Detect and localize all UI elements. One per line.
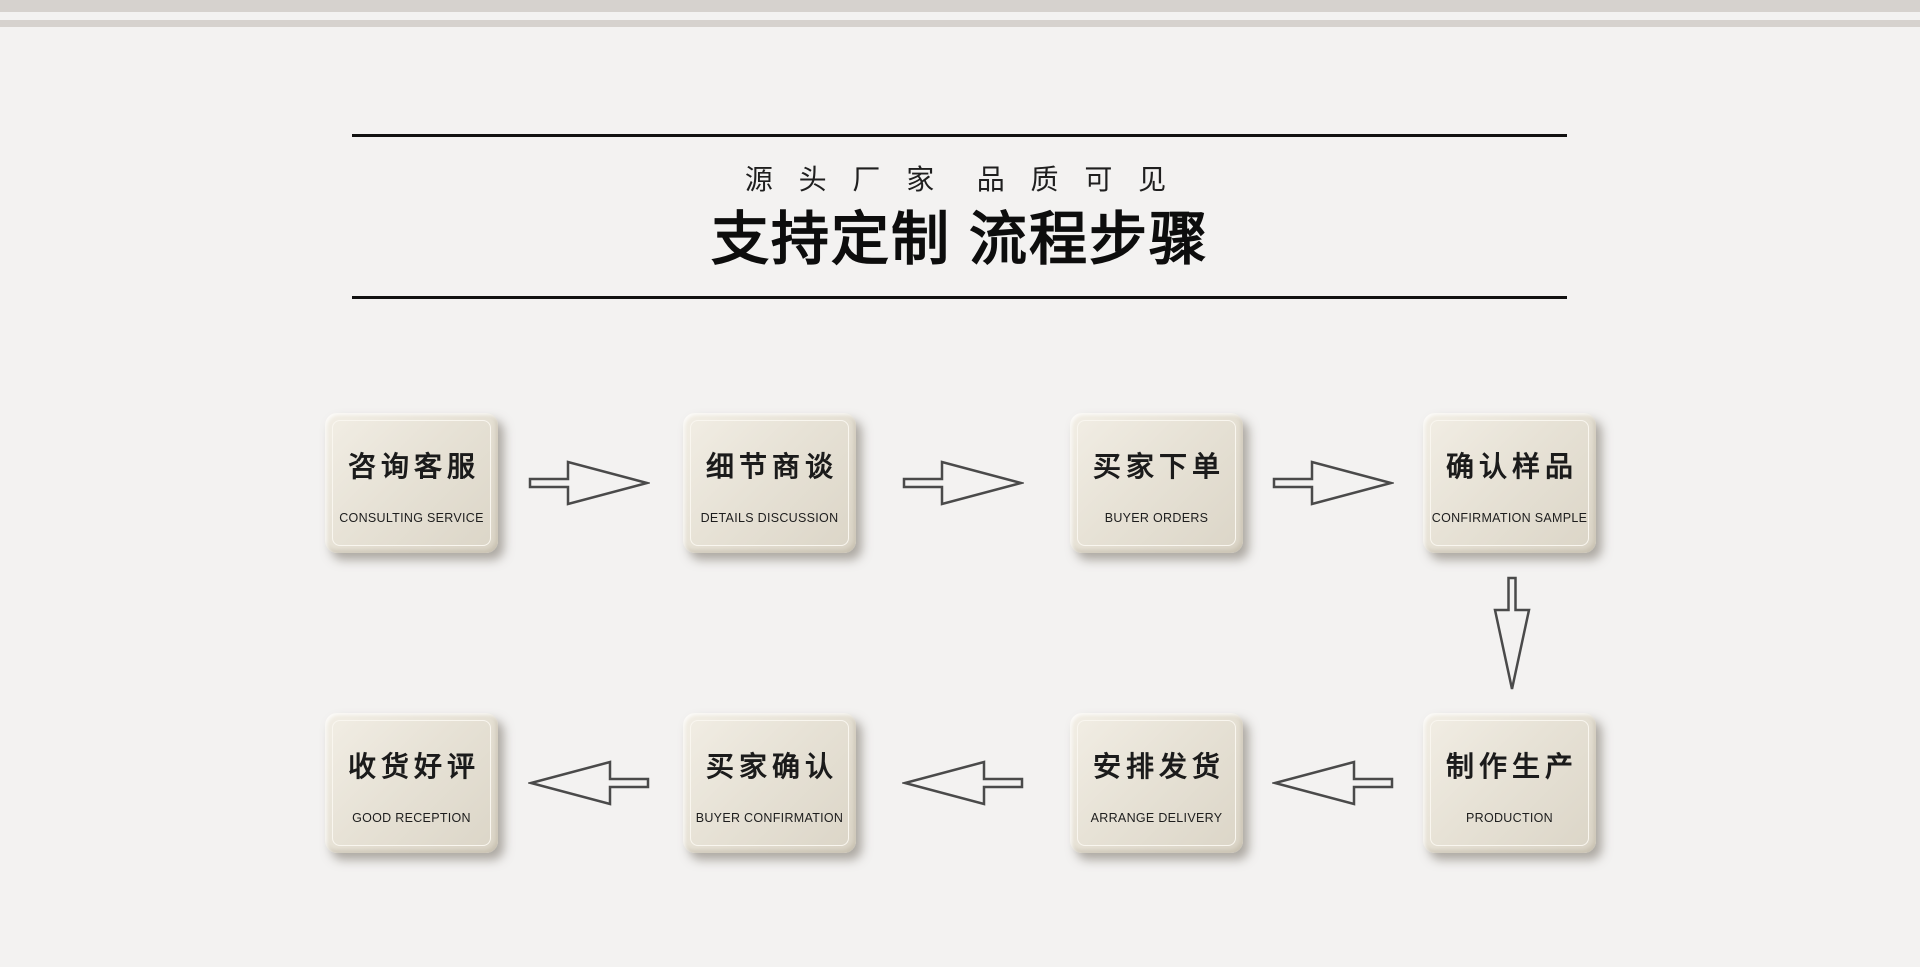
top-strip [0,0,1920,12]
step-confirmation-sample: 确认样品 CONFIRMATION SAMPLE [1423,413,1596,553]
arrow-down-icon [1492,576,1532,692]
step-label-en: CONFIRMATION SAMPLE [1431,511,1588,525]
step-label-zh: 买家下单 [1092,451,1225,482]
step-good-reception: 收货好评 GOOD RECEPTION [325,713,498,853]
step-label-en: PRODUCTION [1465,811,1554,825]
arrow-left-icon [1272,759,1394,807]
step-label-zh: 细节商谈 [705,451,838,482]
step-buyer-orders: 买家下单 BUYER ORDERS [1070,413,1243,553]
step-consulting-service: 咨询客服 CONSULTING SERVICE [325,413,498,553]
step-label-zh: 安排发货 [1092,751,1225,782]
top-divider-strip [0,20,1920,27]
arrow-right-icon [528,459,650,507]
header-subtitle: 源 头 厂 家 品 质 可 见 [744,164,1176,195]
step-label-en: DETAILS DISCUSSION [700,511,839,525]
step-buyer-confirmation: 买家确认 BUYER CONFIRMATION [683,713,856,853]
step-label-zh: 确认样品 [1445,451,1578,482]
step-label-en: CONSULTING SERVICE [339,511,484,525]
arrow-left-icon [902,759,1024,807]
page-title: 支持定制 流程步骤 [710,207,1210,272]
arrow-right-icon [1272,459,1394,507]
step-production: 制作生产 PRODUCTION [1423,713,1596,853]
step-label-en: ARRANGE DELIVERY [1090,811,1223,825]
step-label-zh: 咨询客服 [347,451,480,482]
title-rule-bottom [352,296,1567,299]
step-label-zh: 收货好评 [347,751,480,782]
step-label-en: BUYER CONFIRMATION [695,811,844,825]
step-label-en: GOOD RECEPTION [352,811,471,825]
step-label-zh: 制作生产 [1445,751,1578,782]
arrow-right-icon [902,459,1024,507]
step-arrange-delivery: 安排发货 ARRANGE DELIVERY [1070,713,1243,853]
step-label-zh: 买家确认 [705,751,838,782]
step-details-discussion: 细节商谈 DETAILS DISCUSSION [683,413,856,553]
step-label-en: BUYER ORDERS [1104,511,1209,525]
title-rule-top [352,134,1567,137]
arrow-left-icon [528,759,650,807]
